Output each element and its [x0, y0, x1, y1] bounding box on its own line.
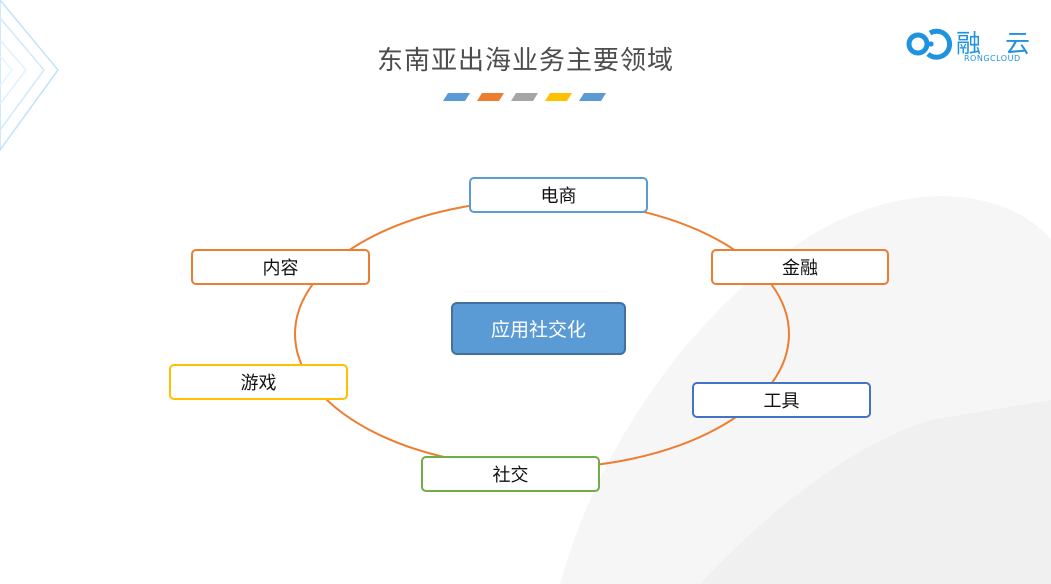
title-dash-3	[511, 93, 538, 101]
node-games: 游戏	[169, 364, 348, 400]
title-dash-1	[443, 93, 470, 101]
title-dash-5	[579, 93, 606, 101]
node-ecommerce: 电商	[469, 177, 648, 213]
title-dash-2	[477, 93, 504, 101]
node-tools: 工具	[692, 382, 871, 418]
node-finance: 金融	[711, 249, 889, 285]
node-social: 社交	[421, 456, 600, 492]
node-content: 内容	[191, 249, 370, 285]
brand-logo: 融 云 RONGCLOUD	[904, 24, 1034, 68]
top-left-ribbon-decoration	[0, 0, 59, 152]
rongcloud-logo-icon	[906, 28, 953, 60]
page-title: 东南亚出海业务主要领域	[376, 46, 674, 76]
logo-name-en: RONGCLOUD	[964, 54, 1021, 63]
title-dash-4	[545, 93, 572, 101]
center-node: 应用社交化	[451, 302, 626, 355]
logo-name-cn: 融 云	[956, 29, 1038, 58]
